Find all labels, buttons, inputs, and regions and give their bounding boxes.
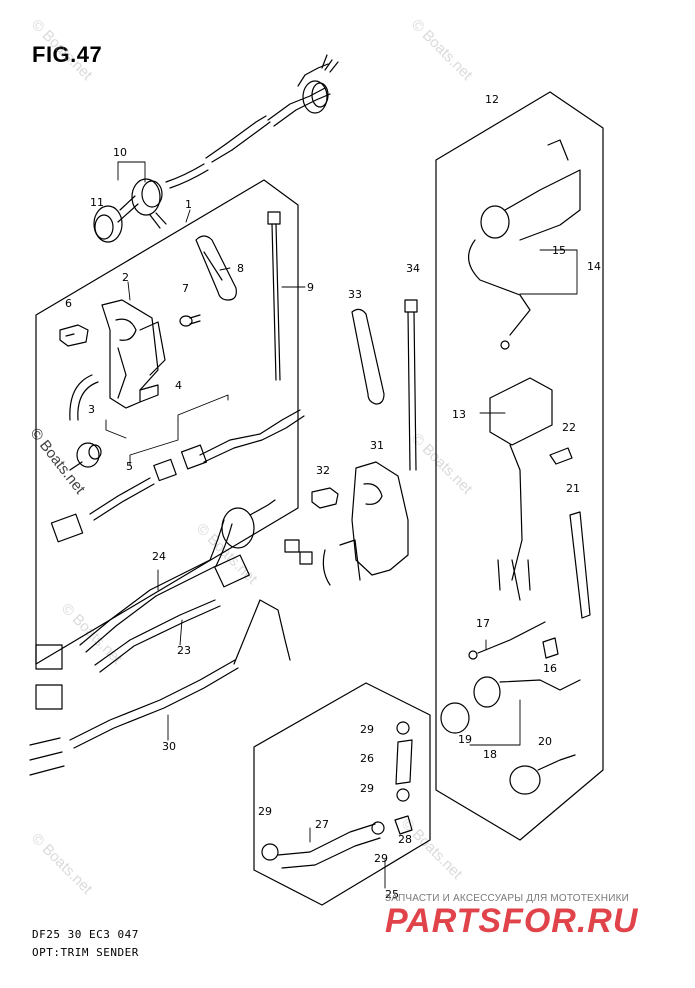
label-13: 13	[452, 408, 466, 421]
top-harness	[93, 54, 339, 243]
strap-8	[195, 235, 237, 301]
label-9: 9	[307, 281, 314, 294]
label-2: 2	[122, 271, 129, 284]
label-33: 33	[348, 288, 362, 301]
label-3: 3	[88, 403, 95, 416]
label-23: 23	[177, 644, 191, 657]
label-17: 17	[476, 617, 490, 630]
shop-tagline: ЗАПЧАСТИ И АКСЕССУАРЫ ДЛЯ МОТОТЕХНИКИ	[385, 893, 630, 904]
label-20: 20	[538, 735, 552, 748]
label-1: 1	[185, 198, 192, 211]
bolt-6	[59, 324, 89, 347]
hose-27	[261, 823, 381, 869]
label-11: 11	[90, 196, 104, 209]
grommet-3	[69, 442, 102, 471]
figure-title: FIG.47	[32, 42, 103, 67]
label-14: 14	[587, 260, 601, 273]
label-10: 10	[113, 146, 127, 159]
label-24: 24	[152, 550, 166, 563]
label-15: 15	[552, 244, 566, 257]
label-19: 19	[458, 733, 472, 746]
label-8: 8	[237, 262, 244, 275]
label-18: 18	[483, 748, 497, 761]
label-31: 31	[370, 439, 384, 452]
label-30: 30	[162, 740, 176, 753]
screw-7	[179, 314, 201, 327]
label-16: 16	[543, 662, 557, 675]
label-5: 5	[126, 460, 133, 473]
label-4: 4	[175, 379, 182, 392]
leader-lines	[105, 161, 578, 889]
clip-21	[569, 511, 591, 619]
screw-22	[549, 447, 573, 465]
label-27: 27	[315, 818, 329, 831]
connector-18-19	[440, 676, 581, 734]
harness-23-24-30	[29, 519, 291, 776]
label-29c: 29	[258, 805, 272, 818]
connector-cluster	[221, 499, 313, 565]
label-12: 12	[485, 93, 499, 106]
frame-box-left	[35, 179, 299, 665]
tie-34	[404, 299, 418, 471]
clamp-29	[371, 721, 410, 835]
strap-33	[351, 308, 385, 405]
bracket-31	[322, 461, 409, 586]
frame-box-bottom	[253, 682, 431, 906]
figure-code: DF25 30 EC3 047	[32, 928, 139, 941]
hose-26	[395, 739, 413, 785]
label-7: 7	[182, 282, 189, 295]
label-25: 25	[385, 888, 399, 901]
label-26: 26	[360, 752, 374, 765]
bracket-sender	[69, 299, 166, 421]
harness-4-5	[50, 409, 305, 543]
label-29a: 29	[360, 723, 374, 736]
lead-17	[468, 621, 546, 660]
relay-13	[489, 377, 553, 601]
tie-9	[267, 211, 281, 381]
part-labels: 10 11 1 2 8 9 6 7 4 3 5 12 15 14 34 33 1…	[65, 93, 601, 901]
label-6: 6	[65, 297, 72, 310]
label-29b: 29	[360, 782, 374, 795]
label-28: 28	[398, 833, 412, 846]
frame-box-right	[435, 91, 604, 841]
shop-logo: PARTSFOR.RU	[385, 902, 639, 940]
label-22: 22	[562, 421, 576, 434]
label-34: 34	[406, 262, 420, 275]
cap-16	[542, 637, 559, 659]
sender-12	[468, 139, 581, 350]
label-32: 32	[316, 464, 330, 477]
plug-20	[509, 754, 576, 795]
bolt-32	[311, 487, 339, 509]
fitting-28	[394, 815, 413, 835]
label-21: 21	[566, 482, 580, 495]
label-29d: 29	[374, 852, 388, 865]
figure-caption: OPT:TRIM SENDER	[32, 946, 139, 959]
